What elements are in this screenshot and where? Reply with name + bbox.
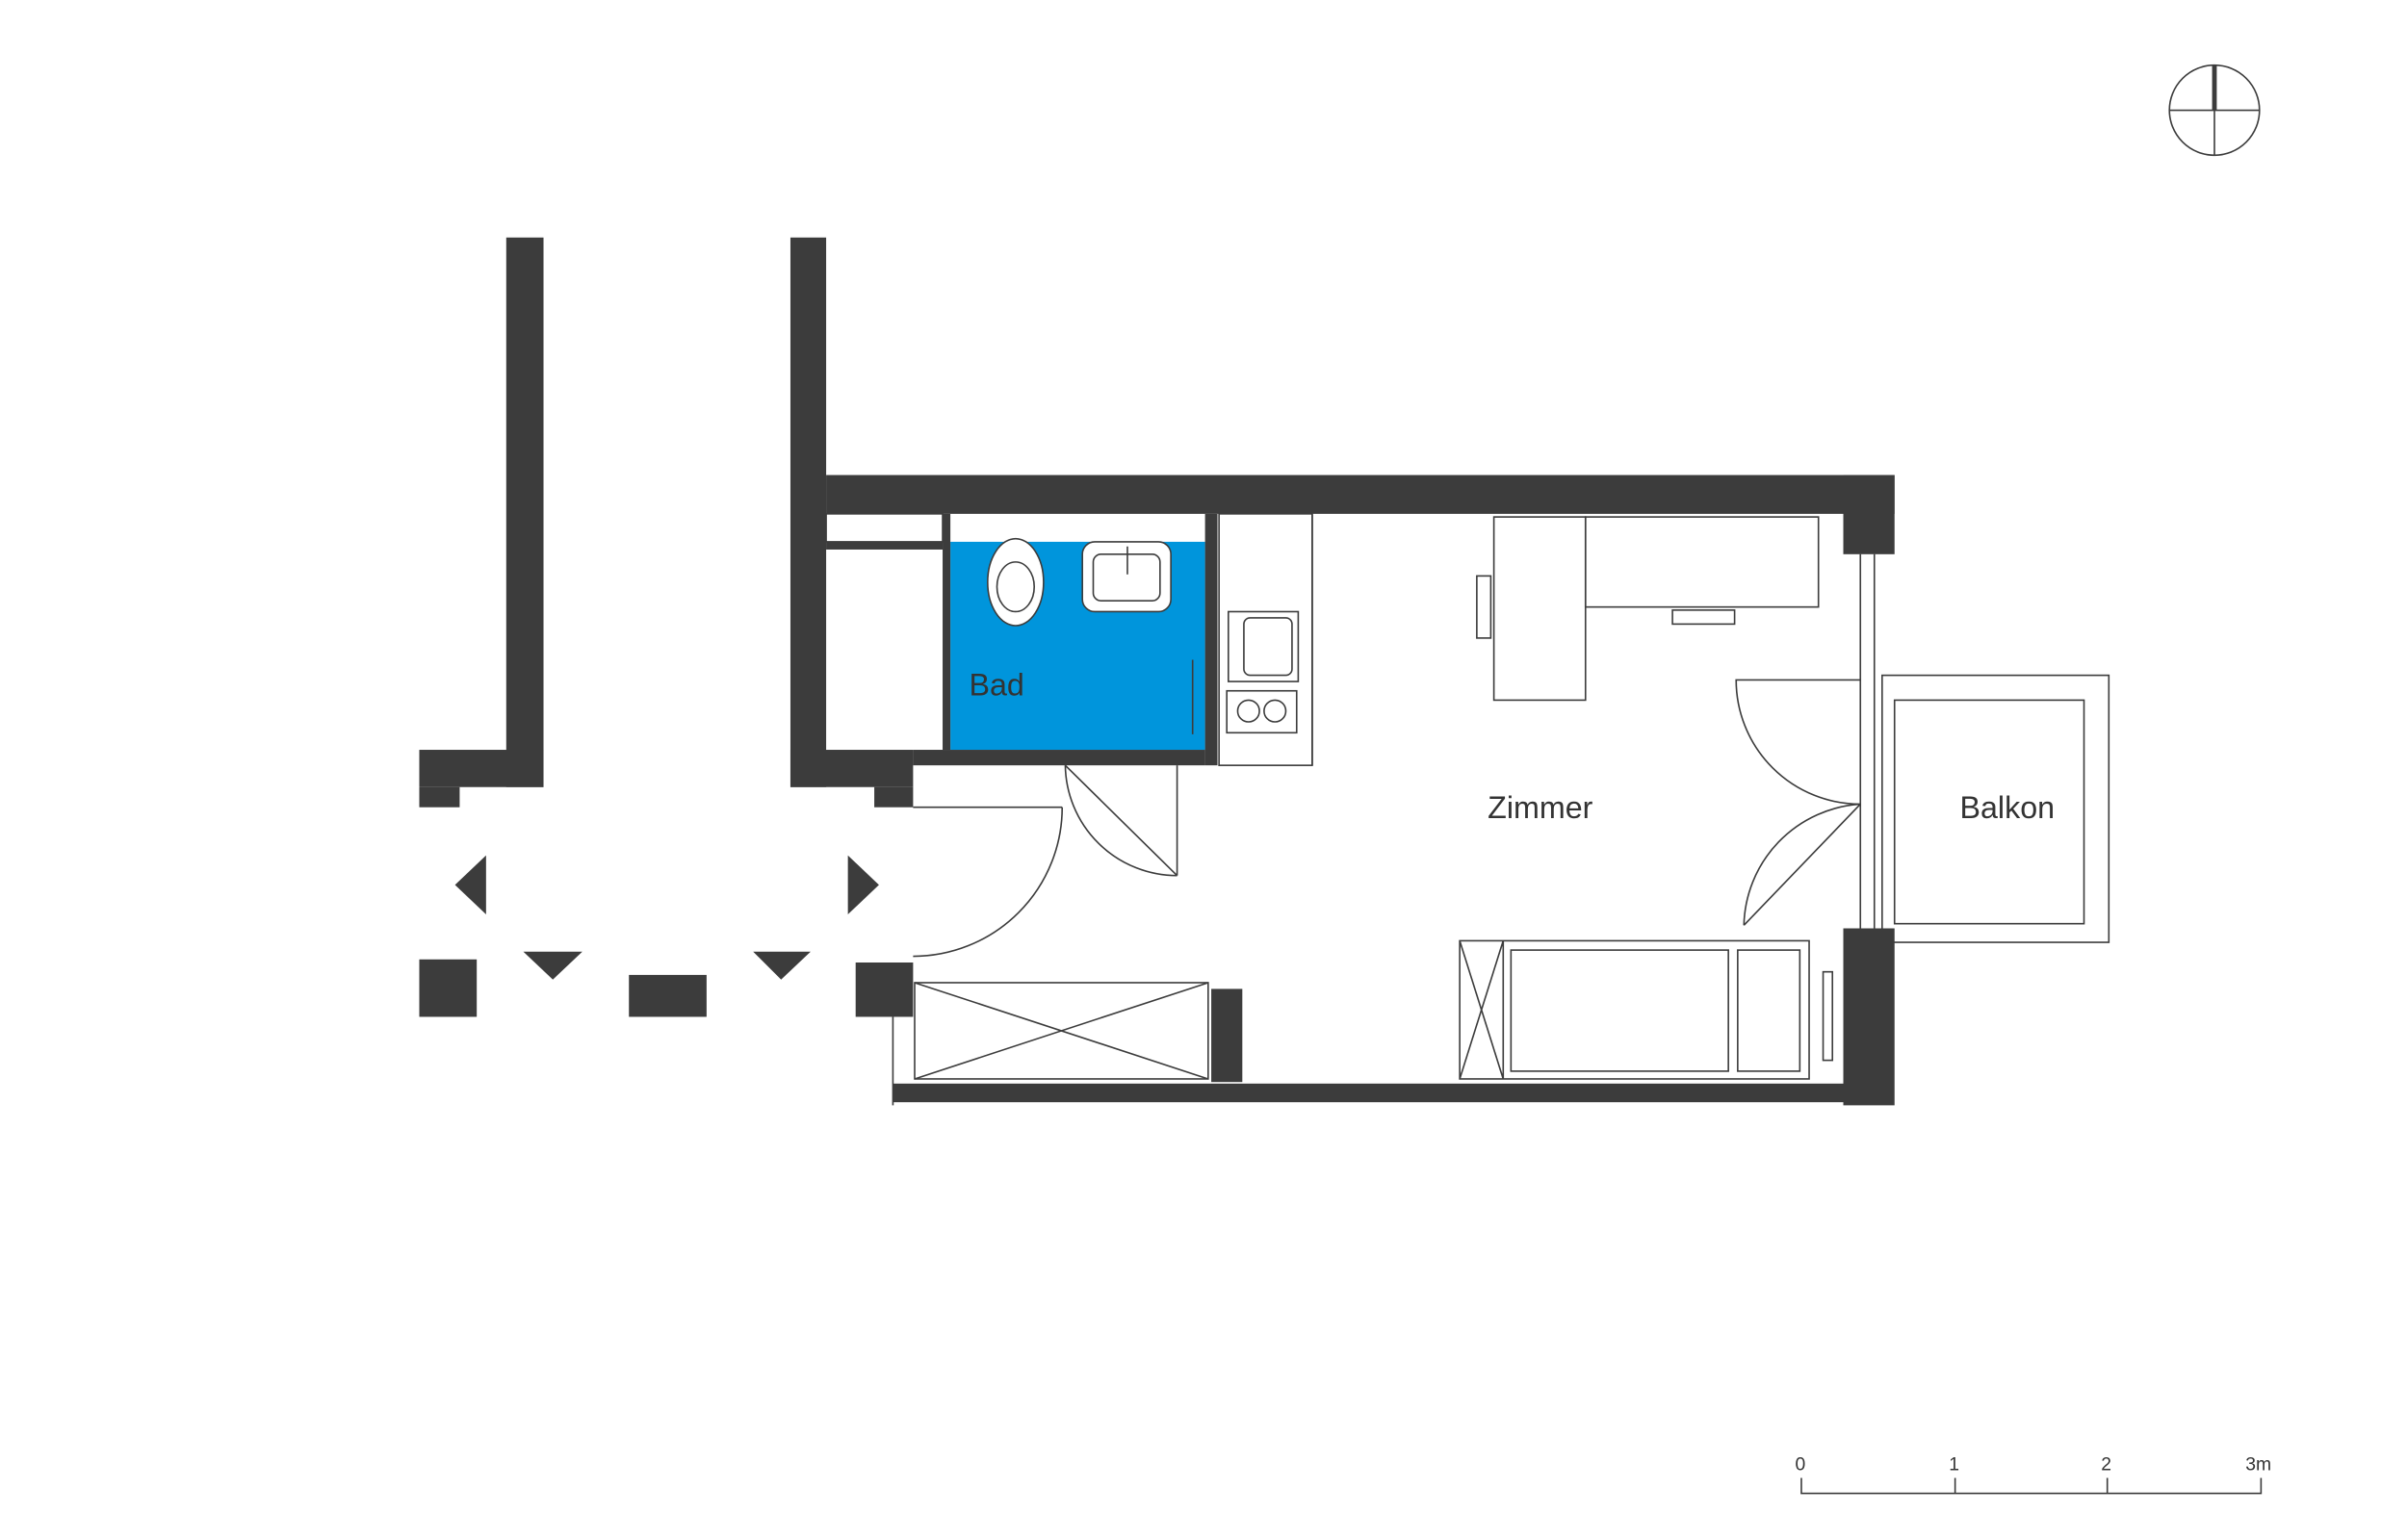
scale-tick-label: 3m	[2245, 1453, 2271, 1475]
scale-tick-label: 2	[2101, 1453, 2111, 1475]
arrow-down-icon	[753, 951, 811, 980]
sink-icon	[1228, 610, 1300, 682]
room-label-room: Zimmer	[1488, 790, 1593, 825]
arrow-right-icon	[847, 855, 879, 914]
toilet-icon	[987, 537, 1045, 627]
balcony-door	[1735, 679, 1861, 926]
shelf	[1584, 516, 1820, 608]
scale-tick-label: 0	[1796, 1453, 1806, 1475]
scale-tick-label: 1	[1949, 1453, 1959, 1475]
wardrobe	[914, 982, 1209, 1080]
arrow-down-icon	[523, 951, 582, 980]
scale-bar: 0 1 2 3m	[1796, 1453, 2271, 1495]
walls	[419, 237, 1895, 1106]
chair	[1671, 609, 1736, 626]
balcony	[1881, 674, 2110, 943]
chair	[1476, 575, 1492, 639]
washbasin-icon	[1081, 541, 1172, 613]
kitchenette	[1218, 513, 1313, 766]
stove-icon	[1226, 689, 1298, 734]
entrance-door	[913, 806, 1064, 958]
arrow-left-icon	[454, 855, 486, 914]
passage-arrows	[454, 855, 879, 980]
bathroom-fixtures	[825, 513, 1194, 734]
doors	[913, 553, 1876, 958]
furniture	[914, 516, 1834, 1080]
room-label-bath: Bad	[969, 668, 1023, 703]
desk	[1492, 516, 1587, 702]
bed	[1459, 939, 1810, 1080]
north-arrow-icon	[2168, 64, 2261, 157]
room-label-balcony: Balkon	[1959, 790, 2055, 825]
bathroom-door	[1064, 764, 1178, 877]
